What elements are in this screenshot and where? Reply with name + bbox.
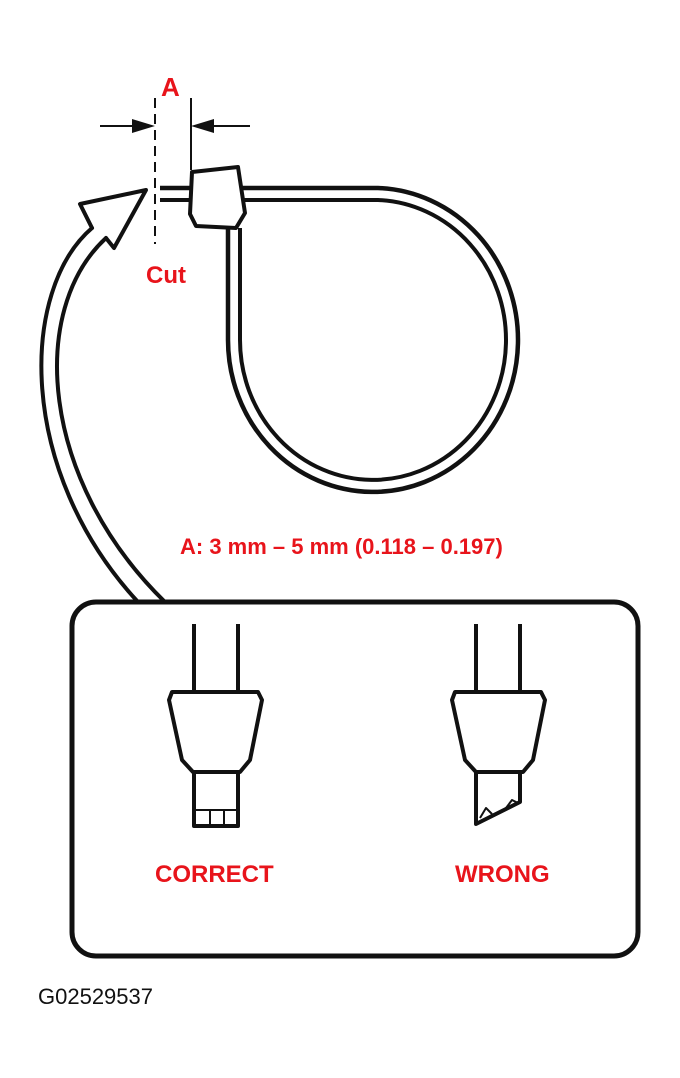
cut-label: Cut [146, 262, 186, 289]
spec-label: A: 3 mm – 5 mm (0.118 – 0.197) [180, 534, 503, 559]
callout-arrow [39, 188, 167, 604]
correct-example [167, 624, 264, 828]
detail-box [69, 599, 641, 959]
figure-id: G02529537 [38, 984, 153, 1009]
wrong-example [450, 624, 547, 826]
wrong-label: WRONG [455, 861, 550, 888]
dimension-a [100, 98, 250, 244]
dimension-letter-label: A [161, 72, 180, 102]
tie-head [188, 165, 247, 230]
correct-label: CORRECT [155, 861, 274, 888]
cable-tie-strap [160, 185, 521, 495]
